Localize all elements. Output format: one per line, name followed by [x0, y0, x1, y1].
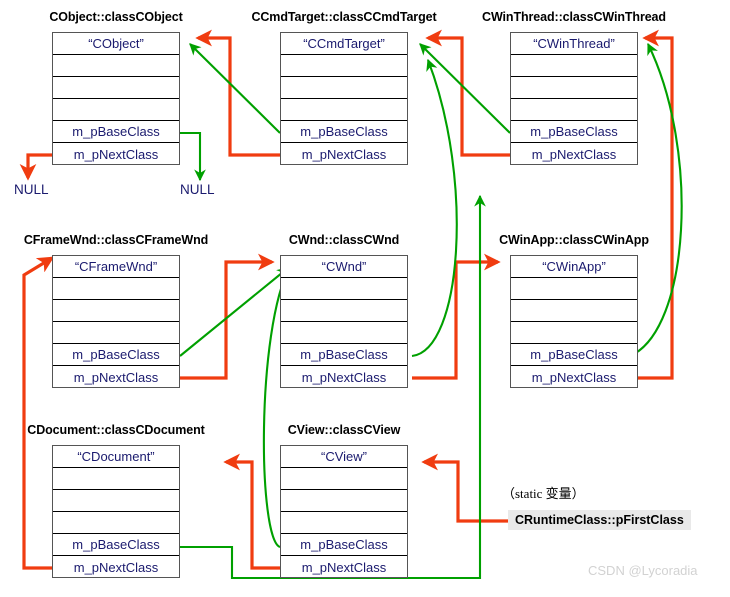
row-base-class: m_pBaseClass	[511, 344, 637, 366]
row-next-class: m_pNextClass	[301, 369, 387, 385]
link-cwnd-next-cwinapp	[412, 253, 501, 380]
row-next-class: m_pNextClass	[73, 559, 159, 575]
row-blank-2	[511, 300, 637, 322]
row-class-name: “CView”	[281, 446, 407, 468]
link-cframewnd-base-cwnd	[179, 267, 289, 357]
row-blank-1	[53, 278, 179, 300]
link-cframewnd-next-cwnd	[180, 253, 275, 380]
row-blank-3	[53, 512, 179, 534]
row-blank-3	[281, 99, 407, 121]
rtc-box-cobject: “CObject” m_pBaseClass m_pNextClass	[52, 32, 180, 165]
row-blank-2	[511, 77, 637, 99]
rtc-box-cframewnd: “CFrameWnd” m_pBaseClass m_pNextClass	[52, 255, 180, 388]
row-class-name: “CObject”	[53, 33, 179, 55]
watermark: CSDN @Lycoradia	[588, 563, 698, 578]
link-cwinapp-next-cwinthread	[630, 29, 674, 380]
node-title-cdocument: CDocument::classCDocument	[27, 423, 205, 437]
row-next-class: m_pNextClass	[531, 369, 617, 385]
row-blank-2	[53, 490, 179, 512]
node-title-cframewnd: CFrameWnd::classCFrameWnd	[23, 233, 209, 247]
link-ccmdtarget-base-cobject	[189, 43, 281, 134]
node-title-cobject: CObject::classCObject	[49, 10, 183, 24]
node-title-ccmdtarget: CCmdTarget::classCCmdTarget	[251, 10, 437, 24]
link-cwinthread-next-ccmdtarget	[425, 29, 510, 157]
link-cwinapp-base-cwinthread	[629, 42, 683, 357]
row-class-name: “CCmdTarget”	[281, 33, 407, 55]
row-class-name: “CDocument”	[53, 446, 179, 468]
rtc-box-cwinapp: “CWinApp” m_pBaseClass m_pNextClass	[510, 255, 638, 388]
rtc-box-cview: “CView” m_pBaseClass m_pNextClass	[280, 445, 408, 578]
row-blank-3	[53, 99, 179, 121]
node-title-cview: CView::classCView	[287, 423, 401, 437]
row-blank-3	[511, 322, 637, 344]
rtc-box-cwnd: “CWnd” m_pBaseClass m_pNextClass	[280, 255, 408, 388]
link-cdocument-base-ccmdtarget	[180, 194, 486, 580]
rtc-box-cdocument: “CDocument” m_pBaseClass m_pNextClass	[52, 445, 180, 578]
rtc-box-cwinthread: “CWinThread” m_pBaseClass m_pNextClass	[510, 32, 638, 165]
null-label-next: NULL	[14, 182, 49, 197]
row-base-class: m_pBaseClass	[53, 121, 179, 143]
row-blank-1	[511, 278, 637, 300]
link-cwinthread-base-ccmdtarget	[419, 43, 511, 134]
link-cdocument-next-cframewnd	[22, 256, 55, 570]
pfirstclass-label: CRuntimeClass::pFirstClass	[508, 510, 691, 530]
row-blank-1	[53, 55, 179, 77]
row-blank-1	[281, 278, 407, 300]
row-blank-2	[281, 77, 407, 99]
link-ccmdtarget-next-cobject	[195, 29, 280, 157]
node-title-cwnd: CWnd::classCWnd	[288, 233, 400, 247]
row-base-class: m_pBaseClass	[281, 534, 407, 556]
row-blank-1	[281, 468, 407, 490]
row-base-class: m_pBaseClass	[53, 344, 179, 366]
row-class-name: “CWinThread”	[511, 33, 637, 55]
link-cobject-next-null	[19, 153, 52, 181]
row-next-class: m_pNextClass	[301, 146, 387, 162]
row-next-class: m_pNextClass	[531, 146, 617, 162]
row-next-class: m_pNextClass	[73, 146, 159, 162]
null-label-base: NULL	[180, 182, 215, 197]
row-blank-3	[53, 322, 179, 344]
row-next-class: m_pNextClass	[73, 369, 159, 385]
node-title-cwinapp: CWinApp::classCWinApp	[499, 233, 649, 247]
link-cview-next-cdocument	[223, 453, 280, 570]
row-base-class: m_pBaseClass	[511, 121, 637, 143]
row-blank-1	[53, 468, 179, 490]
row-next-class: m_pNextClass	[301, 559, 387, 575]
next-class-links	[19, 29, 674, 570]
row-blank-1	[511, 55, 637, 77]
row-blank-2	[53, 77, 179, 99]
link-cobject-base-null	[180, 131, 206, 182]
row-class-name: “CFrameWnd”	[53, 256, 179, 278]
row-base-class: m_pBaseClass	[281, 344, 407, 366]
row-blank-1	[281, 55, 407, 77]
row-class-name: “CWinApp”	[511, 256, 637, 278]
row-base-class: m_pBaseClass	[281, 121, 407, 143]
link-cview-base-cwnd	[262, 264, 291, 548]
row-blank-2	[281, 300, 407, 322]
row-blank-2	[281, 490, 407, 512]
rtc-box-ccmdtarget: “CCmdTarget” m_pBaseClass m_pNextClass	[280, 32, 408, 165]
link-cwnd-base-ccmdtarget	[411, 58, 458, 358]
base-class-links	[179, 42, 683, 580]
node-title-cwinthread: CWinThread::classCWinThread	[482, 10, 666, 24]
row-blank-3	[511, 99, 637, 121]
link-pfirstclass-cview	[421, 453, 508, 523]
row-blank-3	[281, 322, 407, 344]
row-blank-3	[281, 512, 407, 534]
row-class-name: “CWnd”	[281, 256, 407, 278]
row-blank-2	[53, 300, 179, 322]
static-variable-note: （static 变量）	[502, 486, 585, 501]
row-base-class: m_pBaseClass	[53, 534, 179, 556]
